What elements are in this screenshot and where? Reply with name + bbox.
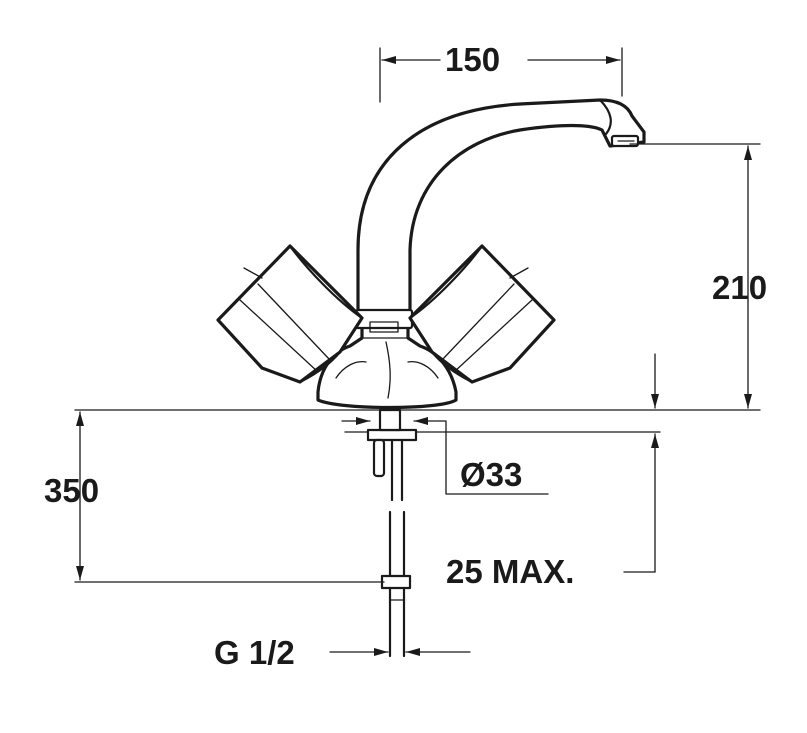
spout-reach-label: 150 xyxy=(445,41,500,78)
pipe-length-label: 350 xyxy=(44,472,99,509)
spout-height-label: 210 xyxy=(712,269,767,306)
dimension-spout-reach: 150 xyxy=(379,41,623,103)
dimension-pipe-length: 350 xyxy=(44,411,385,583)
left-handle xyxy=(216,244,364,384)
max-thickness-label: 25 MAX. xyxy=(446,553,574,590)
spout xyxy=(356,98,646,320)
base-diameter-label: Ø33 xyxy=(460,456,522,493)
right-handle xyxy=(408,244,556,384)
connection-label: G 1/2 xyxy=(214,634,295,671)
dimension-connection: G 1/2 xyxy=(214,634,471,671)
dimension-max-thickness: 25 MAX. xyxy=(446,353,659,590)
dimension-base-diameter: Ø33 xyxy=(341,417,549,495)
mounting-hardware xyxy=(366,408,418,658)
dimension-spout-height: 210 xyxy=(629,143,767,409)
